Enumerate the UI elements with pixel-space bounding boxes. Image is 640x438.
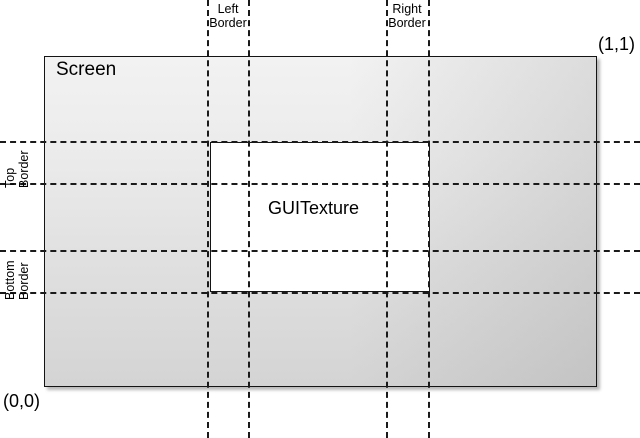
- label-coordinate-origin: (0,0): [3, 391, 41, 411]
- guide-line-left-border-inner: [248, 0, 250, 438]
- guide-line-top-border-inner: [0, 183, 640, 185]
- guide-line-left-border-outer: [207, 0, 209, 438]
- label-left-border: Left Border: [209, 2, 247, 30]
- guide-line-right-border-outer: [428, 0, 430, 438]
- label-screen: Screen: [56, 59, 117, 80]
- label-guitexture: GUITexture: [268, 198, 360, 218]
- guitexture-rectangle: [210, 142, 430, 292]
- label-bottom-border: Bottom Border: [3, 260, 31, 300]
- label-top-border: Top Border: [3, 150, 31, 188]
- guide-line-top-border-outer: [0, 141, 640, 143]
- guide-line-bottom-border-outer: [0, 292, 640, 294]
- label-right-border: Right Border: [388, 2, 426, 30]
- guide-line-right-border-inner: [386, 0, 388, 438]
- guide-line-bottom-border-inner: [0, 250, 640, 252]
- label-coordinate-max: (1,1): [598, 34, 636, 54]
